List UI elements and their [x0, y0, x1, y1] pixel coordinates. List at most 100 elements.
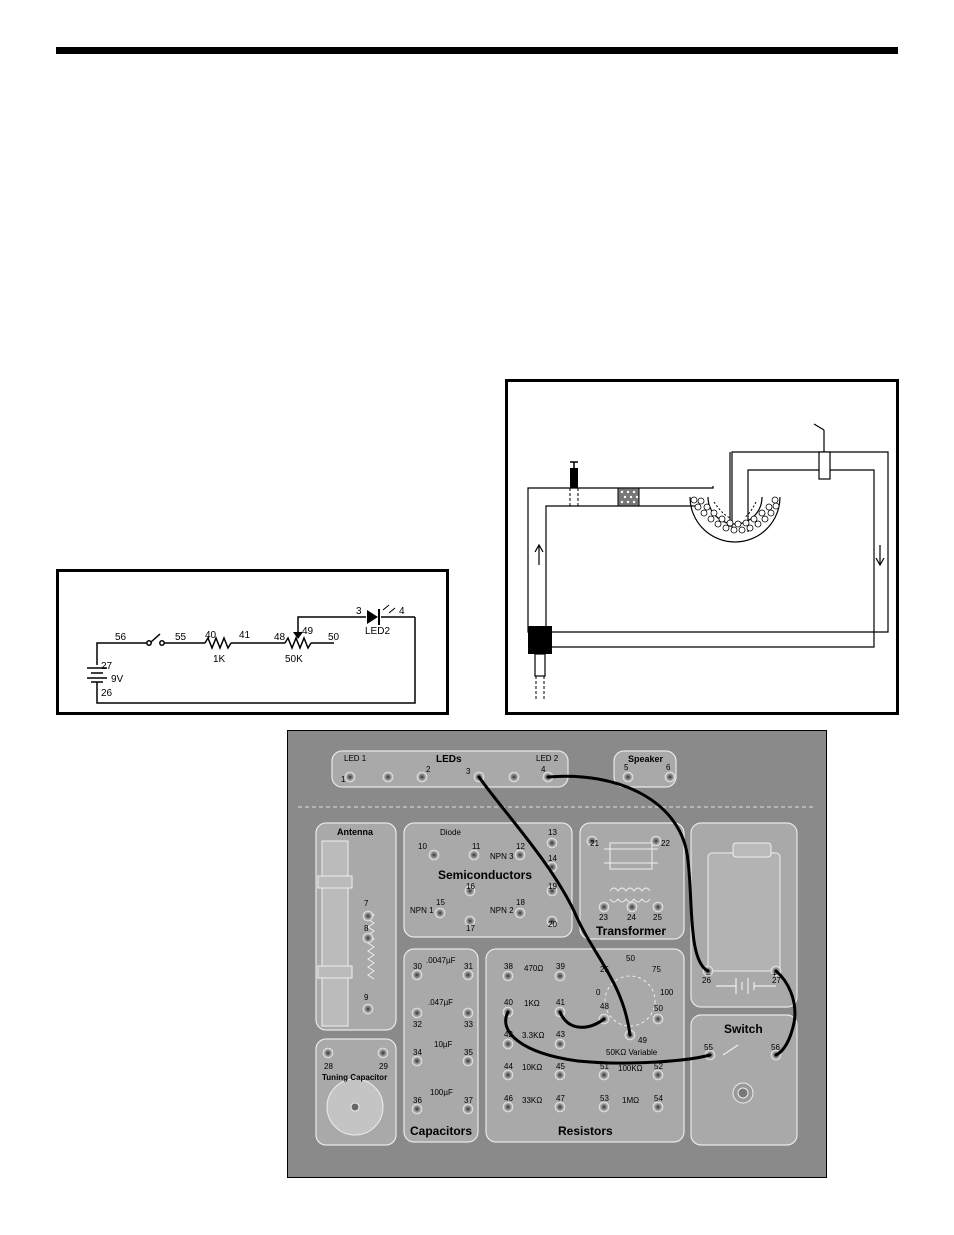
- diode-label: Diode: [440, 828, 461, 837]
- semi-terminal-12: 12: [516, 842, 525, 851]
- cap-terminal-34: 34: [413, 1048, 422, 1057]
- flow-diagram-svg: [527, 423, 889, 700]
- resistor-value-100k: 100KΩ: [618, 1064, 643, 1073]
- speaker-terminal-5: 5: [624, 763, 629, 772]
- node-26: 26: [101, 688, 113, 699]
- transformer-terminal-25: 25: [653, 913, 662, 922]
- switch-terminal-55: 55: [704, 1043, 713, 1052]
- tuning-terminal-28: 28: [324, 1062, 333, 1071]
- resistor-value-10k: 10KΩ: [522, 1063, 542, 1072]
- semi-terminal-17: 17: [466, 924, 475, 933]
- capacitors-panel: [403, 948, 479, 1143]
- npn2-label: NPN 2: [490, 906, 514, 915]
- transformer-title: Transformer: [596, 924, 666, 938]
- switch-panel: [690, 1014, 798, 1146]
- semi-terminal-15: 15: [436, 898, 445, 907]
- resistor-value-1k: 1KΩ: [524, 999, 540, 1008]
- pot-terminal-49: 49: [638, 1036, 647, 1045]
- cap-value-10: 10µF: [434, 1040, 453, 1049]
- pot-label: 50K: [285, 654, 303, 665]
- cap-value-0047: .0047µF: [426, 956, 456, 965]
- resistor-terminal-38: 38: [504, 962, 513, 971]
- antenna-terminal-8: 8: [364, 924, 369, 933]
- battery-terminal-27: 27: [772, 976, 781, 985]
- semi-terminal-10: 10: [418, 842, 427, 851]
- resistors-title: Resistors: [558, 1124, 613, 1138]
- node-4: 4: [399, 606, 405, 617]
- pot-terminal-48: 48: [600, 1002, 609, 1011]
- node-48: 48: [274, 632, 286, 643]
- semi-terminal-11: 11: [472, 842, 481, 851]
- resistor-terminal-40: 40: [504, 998, 513, 1007]
- antenna-terminal-7: 7: [364, 899, 369, 908]
- resistor-terminal-47: 47: [556, 1094, 565, 1103]
- pot-scale-100: 100: [660, 988, 674, 997]
- transformer-terminal-23: 23: [599, 913, 608, 922]
- npn1-label: NPN 1: [410, 906, 434, 915]
- led1-label: LED 1: [344, 754, 367, 763]
- cap-value-100: 100µF: [430, 1088, 453, 1097]
- node-55: 55: [175, 632, 187, 643]
- led-terminal-3: 3: [466, 767, 471, 776]
- tuning-capacitor-title: Tuning Capacitor: [322, 1073, 387, 1082]
- npn3-label: NPN 3: [490, 852, 514, 861]
- resistor-terminal-41: 41: [556, 998, 565, 1007]
- led2-label: LED 2: [536, 754, 559, 763]
- semi-terminal-14: 14: [548, 854, 557, 863]
- battery-terminal-26: 26: [702, 976, 711, 985]
- semi-terminal-19: 19: [548, 882, 557, 891]
- antenna-title: Antenna: [337, 827, 374, 837]
- node-41: 41: [239, 630, 251, 641]
- node-27: 27: [101, 661, 113, 672]
- speaker-terminal-6: 6: [666, 763, 671, 772]
- semi-terminal-16: 16: [466, 882, 475, 891]
- node-50: 50: [328, 632, 340, 643]
- kit-board-svg: LED 1 LED 2 1 2 3 4 5 6 7 8 9 Diode 10 1…: [298, 750, 816, 1146]
- schematic-svg: 56 55 40 41 48 49 50 3 4 27 26 9V 1K 50K…: [87, 604, 416, 704]
- pot-title: 50KΩ Variable: [606, 1048, 658, 1057]
- semi-terminal-13: 13: [548, 828, 557, 837]
- resistor-terminal-46: 46: [504, 1094, 513, 1103]
- resistor-value-1m: 1MΩ: [622, 1096, 639, 1105]
- node-56: 56: [115, 632, 127, 643]
- switch-terminal-56: 56: [771, 1043, 780, 1052]
- battery-sign-minus: –: [706, 970, 711, 979]
- flow-diagram: [505, 379, 899, 715]
- transformer-terminal-21: 21: [590, 839, 599, 848]
- switch-title: Switch: [724, 1022, 763, 1036]
- led-terminal-1: 1: [341, 775, 346, 784]
- transformer-terminal-22: 22: [661, 839, 670, 848]
- schematic-diagram: 56 55 40 41 48 49 50 3 4 27 26 9V 1K 50K…: [56, 569, 449, 715]
- kit-board-diagram: LED 1 LED 2 1 2 3 4 5 6 7 8 9 Diode 10 1…: [287, 730, 827, 1178]
- semi-terminal-20: 20: [548, 920, 557, 929]
- pot-scale-75: 75: [652, 965, 661, 974]
- cap-terminal-32: 32: [413, 1020, 422, 1029]
- battery-label: 9V: [111, 674, 124, 685]
- semi-terminal-18: 18: [516, 898, 525, 907]
- header-rule: [56, 47, 898, 54]
- resistor-terminal-43: 43: [556, 1030, 565, 1039]
- pot-scale-50: 50: [626, 954, 635, 963]
- capacitors-title: Capacitors: [410, 1124, 472, 1138]
- led-terminal-4: 4: [541, 765, 546, 774]
- cap-terminal-36: 36: [413, 1096, 422, 1105]
- cap-value-047: .047µF: [428, 998, 453, 1007]
- resistor-value-33k: 33KΩ: [522, 1096, 542, 1105]
- leds-title: LEDs: [436, 754, 462, 765]
- pot-scale-25: 25: [600, 965, 609, 974]
- node-49: 49: [302, 626, 314, 637]
- node-3: 3: [356, 606, 362, 617]
- cap-terminal-30: 30: [413, 962, 422, 971]
- resistor-label: 1K: [213, 654, 226, 665]
- transformer-terminal-24: 24: [627, 913, 636, 922]
- resistor-value-3k3: 3.3KΩ: [522, 1031, 544, 1040]
- resistor-terminal-51: 51: [600, 1062, 609, 1071]
- resistor-terminal-54: 54: [654, 1094, 663, 1103]
- node-40: 40: [205, 630, 217, 641]
- resistor-terminal-44: 44: [504, 1062, 513, 1071]
- resistors-panel: [485, 948, 685, 1143]
- tuning-terminal-29: 29: [379, 1062, 388, 1071]
- speaker-title: Speaker: [628, 754, 664, 764]
- resistor-value-470: 470Ω: [524, 964, 543, 973]
- cap-terminal-33: 33: [464, 1020, 473, 1029]
